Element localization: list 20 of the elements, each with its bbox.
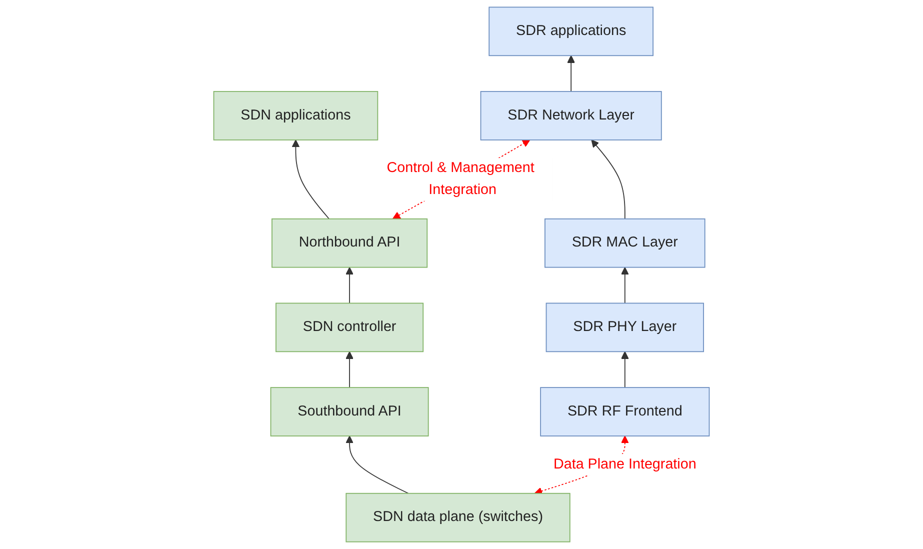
node-box: SDN applications xyxy=(213,91,378,140)
node-box: Northbound API xyxy=(272,218,428,268)
arrow xyxy=(346,351,354,388)
arrow xyxy=(567,55,576,92)
edge-label: Data Plane Integration xyxy=(553,456,696,472)
node-box: SDR PHY Layer xyxy=(546,302,704,352)
arrow xyxy=(620,266,629,304)
node-box: SDR RF Frontend xyxy=(540,387,710,436)
arrow xyxy=(346,436,409,494)
node-box: SDR applications xyxy=(488,6,654,56)
arrow xyxy=(620,351,629,388)
node-box: SDN controller xyxy=(276,302,424,352)
arrow xyxy=(346,266,354,304)
node-box: SDR MAC Layer xyxy=(544,218,706,268)
edge-label: Control & Management Integration xyxy=(386,160,534,198)
arrow xyxy=(292,140,330,220)
arrow xyxy=(591,140,626,220)
node-box: SDN data plane (switches) xyxy=(346,492,570,542)
node-box: Southbound API xyxy=(270,387,429,436)
node-box: SDR Network Layer xyxy=(480,91,662,140)
